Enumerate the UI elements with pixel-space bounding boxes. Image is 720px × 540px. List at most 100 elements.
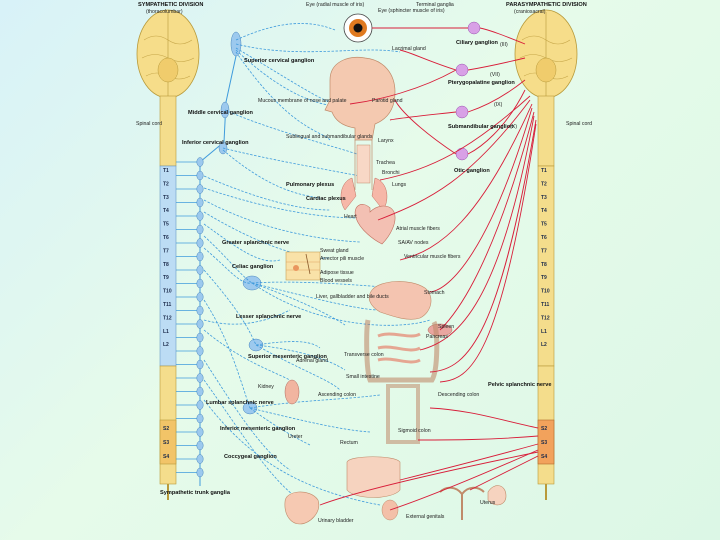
descending-label: Descending colon [438, 392, 479, 398]
trunk-ganglion [196, 467, 204, 478]
inferior-mesenteric-label: Inferior mesenteric ganglion [220, 426, 296, 432]
sympathetic-subheading: (thoracolumbar) [146, 9, 183, 15]
trunk-ganglion [196, 238, 204, 248]
pelvis-figures [284, 456, 507, 525]
right-spinal-cord-label: Spinal cord [566, 121, 592, 127]
trunk-ganglion [196, 184, 204, 194]
right-segment-t7: T7 [541, 248, 547, 254]
right-brain [514, 9, 578, 99]
trunk-ganglion [196, 400, 204, 410]
sympathetic-trunk-label: Sympathetic trunk ganglia [160, 490, 231, 496]
pancreas-label: Pancreas [426, 334, 448, 340]
left-segment-t9: T9 [163, 275, 169, 281]
right-spinal-cord [537, 95, 555, 500]
labels: SYMPATHETIC DIVISION (thoracolumbar) PAR… [136, 2, 592, 524]
left-segment-s4: S4 [163, 454, 169, 460]
right-segment-t3: T3 [541, 195, 547, 201]
eye-figure [343, 13, 373, 43]
sympathetic-heading: SYMPATHETIC DIVISION [138, 2, 203, 8]
celiac-label: Celiac ganglion [232, 264, 274, 270]
parotid-label: Parotid gland [372, 98, 403, 104]
lumbar-splanchnic-label: Lumbar splanchnic nerve [206, 400, 274, 406]
adrenal-label: Adrenal gland [296, 358, 328, 364]
lacrimal-label: Lacrimal gland [392, 46, 426, 52]
ascending-label: Ascending colon [318, 392, 356, 398]
left-spinal-cord-label: Spinal cord [136, 121, 162, 127]
right-segment-t8: T8 [541, 262, 547, 268]
trunk-ganglion [196, 170, 204, 181]
bronchi-label: Bronchi [382, 170, 400, 176]
greater-splanchnic-label: Greater splanchnic nerve [222, 240, 289, 246]
trunk-ganglion [196, 224, 204, 235]
left-segment-l2: L2 [163, 342, 169, 348]
cranial-nerve-vii: (VII) [490, 72, 500, 78]
parasympathetic-subheading: (craniosacral) [514, 9, 546, 15]
right-segment-t11: T11 [541, 302, 550, 308]
parasympathetic-ganglia [455, 21, 481, 161]
kidney-label: Kidney [258, 384, 274, 390]
superior-cervical-label: Superior cervical ganglion [244, 58, 315, 64]
left-segment-t11: T11 [163, 302, 172, 308]
pterygopalatine-ganglion-node [455, 63, 469, 77]
sympathetic-trunk-line [199, 55, 237, 486]
left-segment-t2: T2 [163, 181, 169, 187]
right-segment-t12: T12 [541, 315, 550, 321]
sa-node-label: SA/AV nodes [398, 240, 429, 246]
right-segment-t6: T6 [541, 235, 547, 241]
pelvic-splanchnic-label: Pelvic splanchnic nerve [488, 382, 551, 388]
eye-radial-label: Eye (radial muscle of iris) [306, 2, 365, 8]
left-segment-t5: T5 [163, 222, 169, 228]
trunk-ganglion [196, 265, 204, 275]
right-segment-s4: S4 [541, 454, 547, 460]
heart-label: Heart [344, 214, 357, 220]
right-segment-t10: T10 [541, 289, 550, 295]
trunk-ganglion [196, 157, 204, 167]
trunk-ganglion [196, 251, 204, 262]
small-intestine-label: Small intestine [346, 374, 380, 380]
left-segment-t12: T12 [163, 315, 172, 321]
right-segment-l1: L1 [541, 329, 547, 335]
left-segment-t10: T10 [163, 289, 172, 295]
center-organs [284, 13, 507, 525]
trunk-ganglion [196, 332, 204, 343]
left-segment-t7: T7 [163, 248, 169, 254]
right-segment-s2: S2 [541, 426, 547, 432]
left-segment-t3: T3 [163, 195, 169, 201]
bladder-label: Urinary bladder [318, 518, 354, 524]
left-segment-s2: S2 [163, 426, 169, 432]
trunk-ganglion [196, 197, 204, 208]
left-segment-s3: S3 [163, 440, 169, 446]
sigmoid-label: Sigmoid colon [398, 428, 431, 434]
trunk-ganglion [196, 386, 204, 397]
trachea-label: Trachea [376, 160, 395, 166]
stomach-shape [368, 281, 432, 320]
cranial-nerve-x: (X) [510, 124, 517, 130]
sweat-label: Sweat gland [320, 248, 349, 254]
kidney-shape [284, 379, 300, 405]
blood-label: Blood vessels [320, 278, 352, 284]
parasympathetic-nerve-paths [319, 27, 539, 511]
cardiac-label: Cardiac plexus [306, 196, 346, 202]
right-segment-t5: T5 [541, 222, 547, 228]
bladder-shape [284, 491, 320, 525]
right-segment-t4: T4 [541, 208, 547, 214]
trunk-ganglion [196, 319, 204, 329]
sympathetic-trunk-chain [176, 55, 237, 486]
left-segment-t6: T6 [163, 235, 169, 241]
rectum-label: Rectum [340, 440, 358, 446]
ureter-label: Ureter [288, 434, 303, 440]
inferior-cervical-label: Inferior cervical ganglion [182, 140, 249, 146]
heart-figure [354, 204, 396, 245]
coccygeal-label: Coccygeal ganglion [224, 454, 277, 460]
genitals-label: External genitals [406, 514, 445, 520]
trunk-ganglion [196, 292, 204, 302]
trunk-ganglion [196, 413, 204, 424]
uterus-shape [487, 485, 507, 506]
trunk-ganglion [196, 454, 204, 464]
trunk-ganglion [196, 373, 204, 383]
right-segment-t9: T9 [541, 275, 547, 281]
lungs-figure [340, 177, 388, 211]
